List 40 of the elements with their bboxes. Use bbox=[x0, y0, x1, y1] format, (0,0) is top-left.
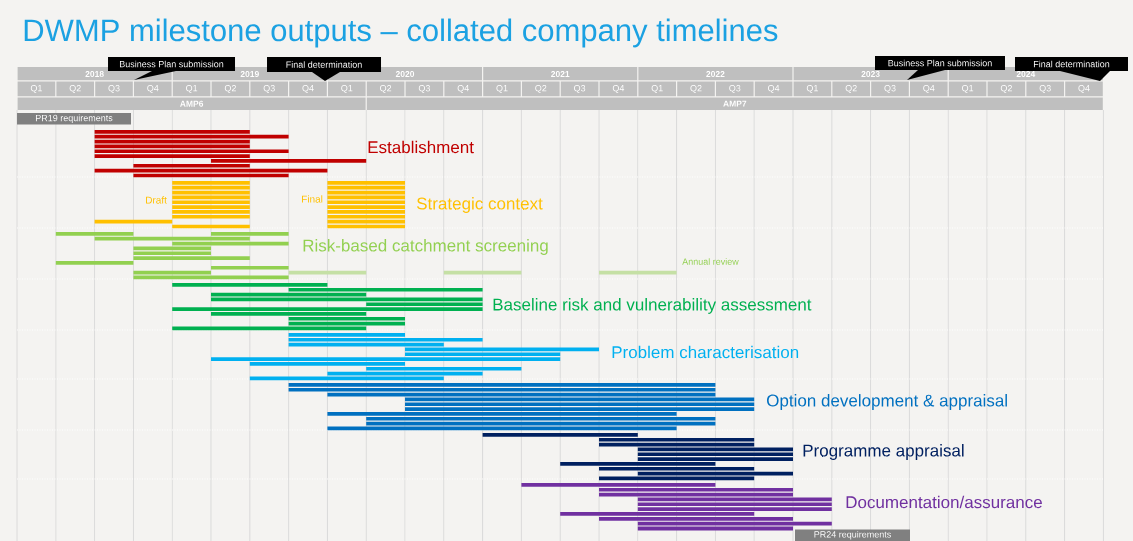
category-label: Baseline risk and vulnerability assessment bbox=[493, 298, 812, 314]
phase-label: Final bbox=[302, 195, 323, 203]
quarter-header-cell: Q3 bbox=[250, 81, 288, 97]
quarter-header-cell: Q4 bbox=[134, 81, 172, 97]
quarter-header-cell: Q2 bbox=[832, 81, 870, 97]
quarter-header-cell: Q3 bbox=[405, 81, 444, 97]
quarter-header-cell: Q2 bbox=[366, 81, 405, 97]
quarter-header-cell: Q1 bbox=[172, 81, 211, 97]
quarter-header-cell: Q4 bbox=[599, 81, 638, 97]
quarter-header-cell: Q4 bbox=[754, 81, 793, 97]
title: DWMP milestone outputs – collated company timelines bbox=[24, 18, 778, 48]
quarter-header-cell: Q2 bbox=[211, 81, 250, 97]
category-label: Problem characterisation bbox=[612, 345, 799, 359]
quarter-header-cell: Q4 bbox=[444, 81, 482, 97]
quarter-header-cell: Q1 bbox=[483, 81, 521, 97]
requirements-bar: PR19 requirements bbox=[17, 113, 131, 125]
category-label: Option development & appraisal bbox=[767, 394, 1007, 410]
quarter-header-cell: Q4 bbox=[910, 81, 948, 97]
phase-label: Draft bbox=[146, 196, 167, 204]
quarter-header-cell: Q1 bbox=[17, 81, 56, 97]
callout-box: Final determination bbox=[267, 57, 381, 81]
requirements-bar: PR24 requirements bbox=[795, 529, 910, 541]
quarter-header-cell: Q4 bbox=[1065, 81, 1103, 97]
quarter-header-cell: Q3 bbox=[1026, 81, 1064, 97]
quarter-header-cell: Q1 bbox=[948, 81, 987, 97]
category-label: Establishment bbox=[368, 140, 474, 154]
quarter-header-cell: Q2 bbox=[522, 81, 560, 97]
category-label: Strategic context bbox=[417, 197, 543, 213]
category-label: Documentation/assurance bbox=[846, 495, 1042, 509]
quarter-header-cell: Q1 bbox=[328, 81, 366, 97]
quarter-header-cell: Q2 bbox=[987, 81, 1026, 97]
quarter-header-cell: Q4 bbox=[289, 81, 327, 97]
quarter-header-cell: Q1 bbox=[638, 81, 676, 97]
quarter-header-cell: Q1 bbox=[793, 81, 832, 97]
quarter-header-cell: Q2 bbox=[56, 81, 94, 97]
note-label: Annual review bbox=[682, 258, 739, 265]
category-label: Programme appraisal bbox=[803, 444, 964, 460]
category-label: Risk-based catchment screening bbox=[303, 239, 548, 255]
callout-box: Business Plan submission bbox=[108, 57, 235, 80]
quarter-header-cell: Q3 bbox=[560, 81, 599, 97]
